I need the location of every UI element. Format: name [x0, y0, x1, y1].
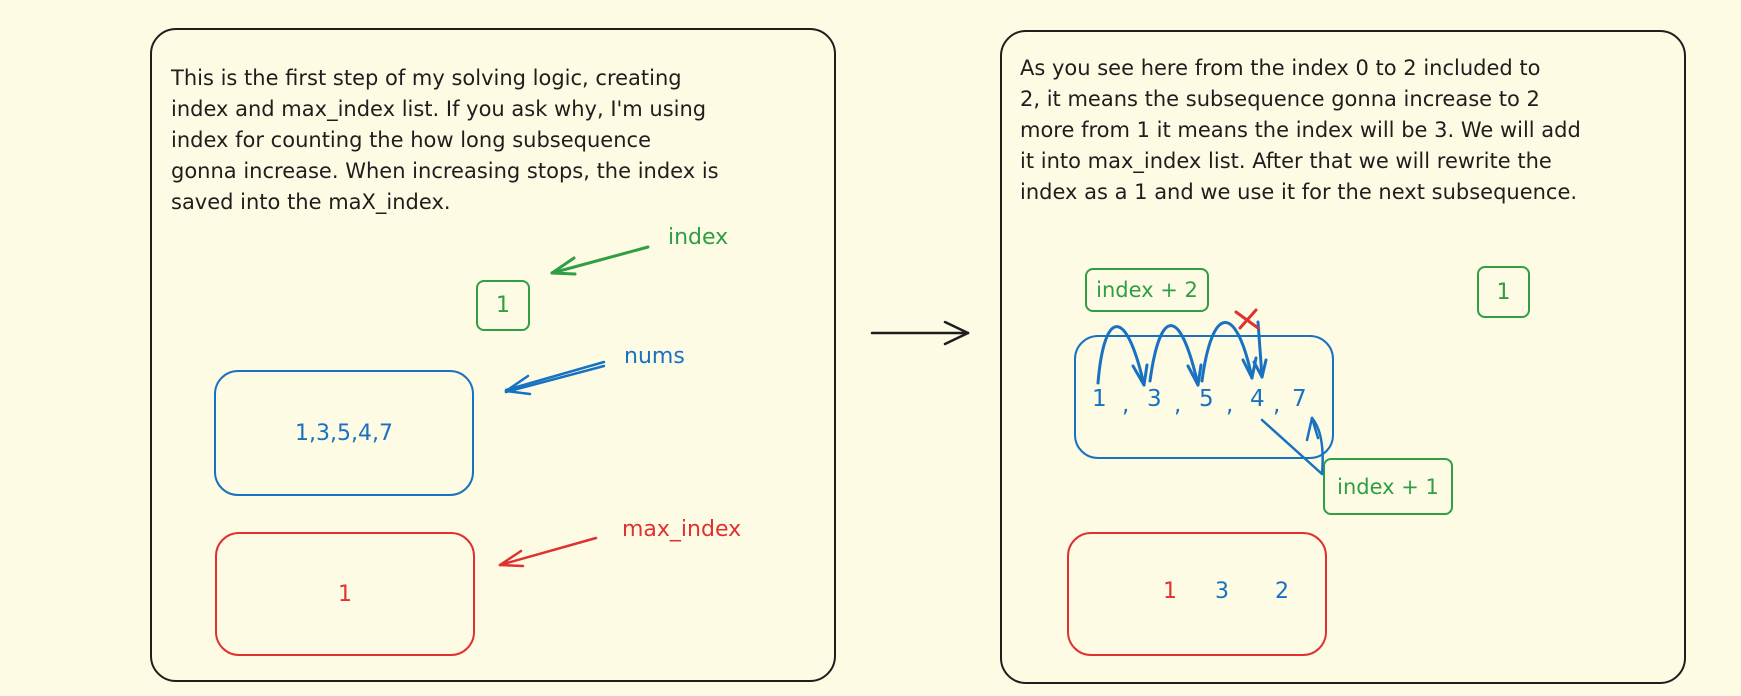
left-panel: [150, 28, 836, 682]
right-index-value: 1: [1496, 279, 1511, 305]
max-index-value-item: 3: [1215, 579, 1229, 604]
index-plus-2-box: index + 2: [1085, 268, 1209, 312]
max-index-label: max_index: [622, 517, 742, 542]
num-separator: ,: [1226, 392, 1234, 418]
max-index-value-item: 1: [1163, 579, 1177, 604]
max-index-value-item: 2: [1275, 579, 1289, 604]
index-box: 1: [476, 280, 530, 331]
left-description: This is the first step of my solving log…: [171, 66, 719, 214]
nums-box: 1,3,5,4,7: [214, 370, 474, 496]
right-description: As you see here from the index 0 to 2 in…: [1020, 56, 1581, 204]
right-index-box: 1: [1477, 266, 1530, 318]
index-plus-1-box: index + 1: [1323, 458, 1453, 515]
index-value: 1: [496, 293, 510, 318]
num-item: 4: [1250, 386, 1265, 412]
num-item: 7: [1292, 386, 1307, 412]
num-separator: ,: [1273, 392, 1281, 418]
max-index-value: 1: [338, 581, 352, 607]
right-max-index-box: 1 3 2: [1067, 532, 1327, 656]
index-label: index: [668, 225, 729, 250]
nums-label: nums: [624, 344, 685, 369]
num-item: 3: [1147, 386, 1162, 412]
center-arrow: [870, 320, 970, 346]
num-separator: ,: [1122, 392, 1130, 418]
nums-value: 1,3,5,4,7: [295, 420, 393, 446]
num-item: 1: [1092, 386, 1107, 412]
max-index-box: 1: [215, 532, 475, 656]
num-item: 5: [1199, 386, 1214, 412]
max-index-values-row: 1 3 2: [1097, 579, 1297, 609]
index-plus-1-label: index + 1: [1337, 474, 1439, 499]
index-plus-2-label: index + 2: [1096, 278, 1198, 302]
right-panel: [1000, 30, 1686, 684]
num-separator: ,: [1174, 392, 1182, 418]
